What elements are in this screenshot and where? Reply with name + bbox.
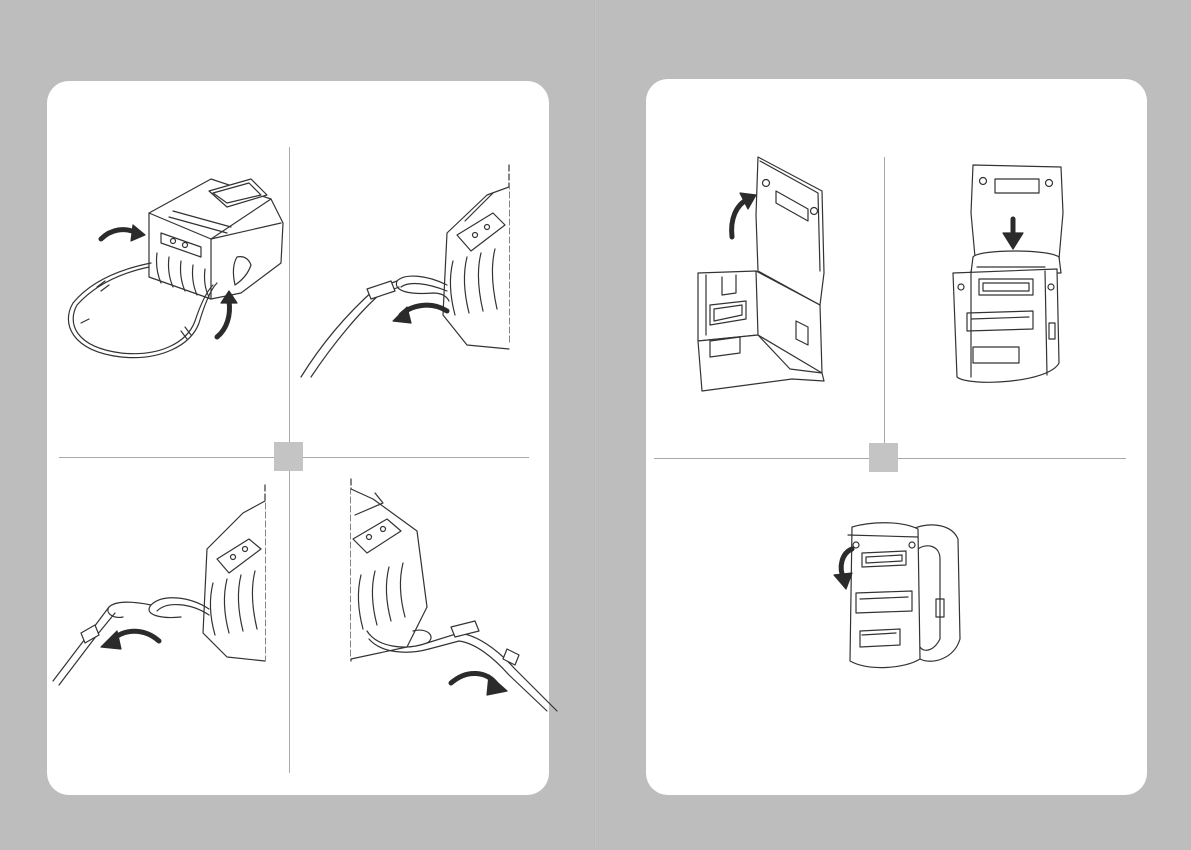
book-spine — [594, 0, 597, 850]
center-marker — [869, 443, 898, 472]
vertical-divider — [884, 157, 885, 453]
strap-left-illustration — [51, 485, 271, 695]
strap-loop-illustration — [297, 165, 512, 381]
insert-printer-illustration — [949, 163, 1069, 389]
printer-with-strap-illustration — [61, 173, 291, 383]
left-page — [47, 81, 549, 795]
center-marker — [274, 442, 303, 471]
open-case-illustration — [696, 155, 836, 391]
closed-case-illustration — [822, 519, 968, 671]
right-page — [646, 79, 1147, 795]
strap-right-illustration — [347, 479, 517, 711]
